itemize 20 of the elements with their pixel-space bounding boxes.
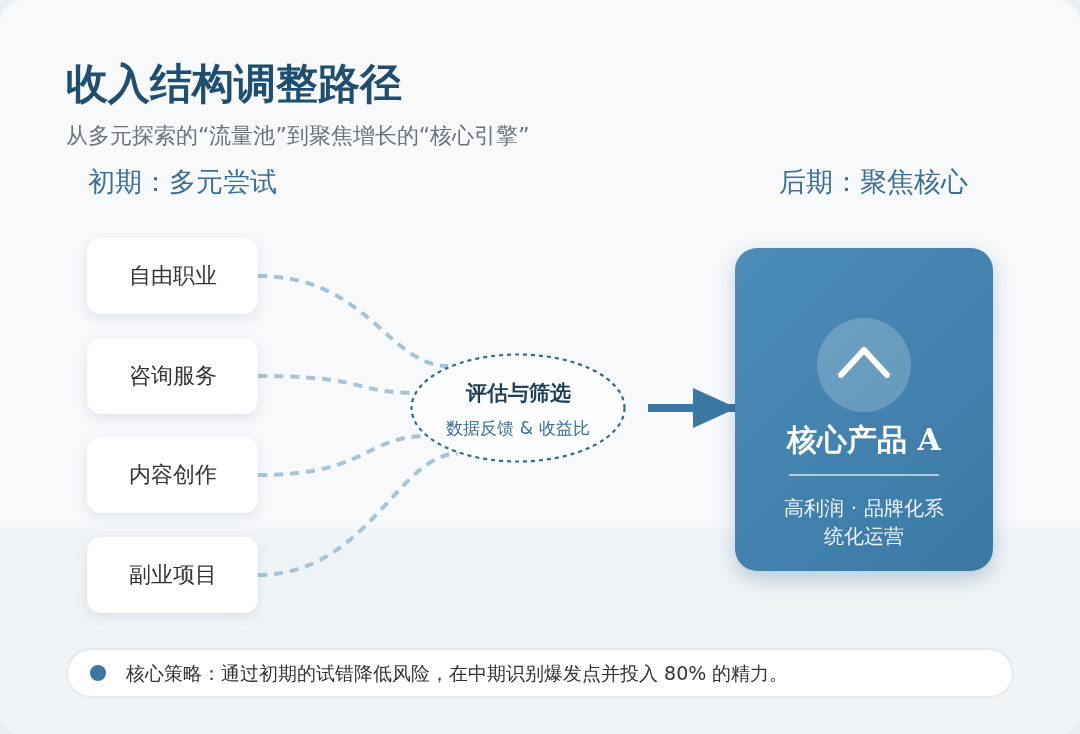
connector-line [257, 451, 459, 577]
connector-line [257, 274, 449, 369]
ellipse-subtext: 数据反馈 & 收益比 [445, 417, 591, 440]
source-box [87, 437, 258, 513]
title: 收入结构调整路径 [66, 58, 402, 110]
section-heading: 初期：多元尝试 [88, 165, 277, 199]
box-label: 咨询服务 [128, 362, 217, 390]
box-label: 副业项目 [128, 561, 217, 589]
product-card [735, 248, 993, 571]
section-heading: 后期：聚焦核心 [779, 165, 968, 199]
note-text: 核心策略：通过初期的试错降低风险，在中期识别爆发点并投入 80% 的精力。 [126, 661, 789, 686]
subtitle: 从多元探索的“流量池”到聚焦增长的“核心引擎” [66, 122, 530, 150]
box-label: 自由职业 [128, 262, 217, 290]
source-box [87, 238, 258, 314]
ellipse-heading: 评估与筛选 [464, 380, 572, 407]
card-title: 核心产品 A [785, 421, 942, 459]
card-description: 高利润 · 品牌化系统化运营 [784, 495, 944, 550]
source-box [87, 338, 258, 414]
source-box [87, 537, 258, 613]
box-label: 内容创作 [128, 461, 217, 489]
